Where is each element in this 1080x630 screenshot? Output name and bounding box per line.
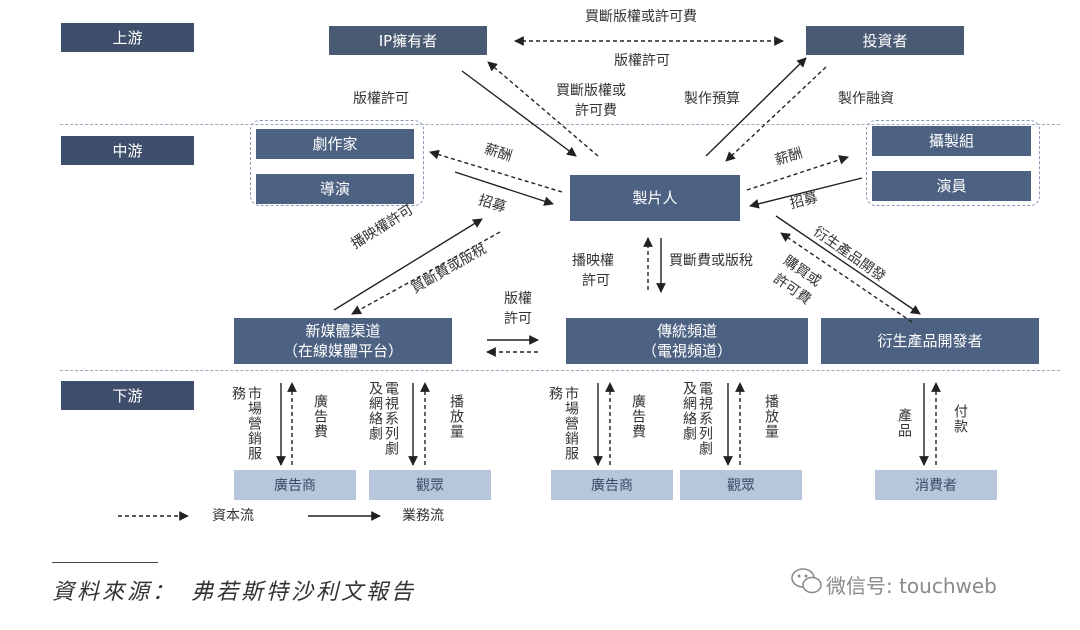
midstream-separator <box>60 124 1060 125</box>
traditional-subtitle: （電視頻道） <box>641 342 732 360</box>
traditional-title: 傳統頻道 <box>656 322 717 340</box>
node-ip-owner: IP擁有者 <box>329 26 487 55</box>
new-media-title: 新媒體渠道 <box>305 322 381 340</box>
arrow-producer-to-ip <box>487 61 599 157</box>
downstream-separator <box>60 370 1060 371</box>
label-copyright-license-left: 版權許可 <box>353 91 409 107</box>
label-buyout-fee-or-royalty: 買斷費或版稅 <box>669 253 753 269</box>
label-copyright: 版權 <box>504 291 532 307</box>
label-ad-service-2: 市場營銷服務 <box>547 386 579 461</box>
node-advertiser-1: 廣告商 <box>234 470 356 500</box>
arrow-ip-to-producer <box>461 70 577 157</box>
label-tv-series-2: 電視系列劇及網絡劇 <box>681 381 713 456</box>
watermark: 微信号: touchweb <box>826 574 997 598</box>
node-traditional: 傳統頻道 （電視頻道） <box>566 318 808 364</box>
label-copyright-license-top: 版權許可 <box>614 53 670 69</box>
source-divider <box>52 562 158 563</box>
label-broadcast-fee-2: 播放量 <box>763 394 779 439</box>
arrow-derivative-development <box>775 215 921 315</box>
arrow-broadcast-license <box>333 218 483 311</box>
arrow-buyout-fee <box>351 231 501 315</box>
new-media-subtitle: （在線媒體平台） <box>282 342 403 360</box>
creator-group <box>250 120 424 206</box>
label-license: 許可 <box>504 311 532 327</box>
node-new-media: 新媒體渠道 （在線媒體平台） <box>234 318 452 364</box>
arrow-recruit-right <box>749 177 863 209</box>
label-ad-service-1: 市場營銷服務 <box>230 386 262 461</box>
label-ad-fee-2: 廣告費 <box>630 394 646 439</box>
wechat-logo-icon <box>791 568 822 594</box>
node-actor: 演員 <box>872 171 1031 201</box>
label-broadcast-rights: 播映權 <box>572 253 614 269</box>
node-advertiser-2: 廣告商 <box>551 470 673 500</box>
label-broadcast-fee-1: 播放量 <box>448 394 464 439</box>
arrow-investor-to-producer <box>725 66 827 162</box>
crew-group <box>866 120 1040 206</box>
label-buyout-copyright-or: 買斷版權或 <box>556 83 626 99</box>
label-products: 產品 <box>896 408 912 438</box>
node-screenwriter: 劇作家 <box>256 129 414 159</box>
arrow-producer-to-investor <box>705 57 807 157</box>
label-payment: 付款 <box>952 404 968 434</box>
label-tv-series-1: 電視系列劇及網絡劇 <box>367 381 399 456</box>
node-consumer: 消費者 <box>875 470 997 500</box>
arrow-derivative-fee <box>780 232 913 323</box>
arrow-recruit-left <box>454 171 554 206</box>
node-producer: 製片人 <box>570 175 740 221</box>
label-ad-fee-1: 廣告費 <box>312 394 328 439</box>
label-license-2: 許可 <box>582 273 610 289</box>
label-production-financing: 製作融資 <box>838 91 894 107</box>
label-production-budget: 製作預算 <box>684 91 740 107</box>
legend-capital-flow: 資本流 <box>212 508 254 524</box>
node-derivative-developer: 衍生產品開發者 <box>821 318 1039 364</box>
legend-business-flow: 業務流 <box>402 508 444 524</box>
node-investor: 投資者 <box>806 26 964 55</box>
stage-midstream: 中游 <box>61 136 194 165</box>
label-license-fee: 許可費 <box>575 103 617 119</box>
node-audience-1: 觀眾 <box>369 470 491 500</box>
source-note: 資料來源： 弗若斯特沙利文報告 <box>52 580 417 605</box>
stage-upstream: 上游 <box>61 23 194 52</box>
node-audience-2: 觀眾 <box>680 470 802 500</box>
stage-downstream: 下游 <box>61 381 194 410</box>
node-director: 導演 <box>256 174 414 204</box>
arrow-salary-right <box>746 155 849 191</box>
label-buyout-or-license-fee: 買斷版權或許可費 <box>585 9 697 25</box>
arrow-salary-left <box>429 149 563 193</box>
node-crew: 攝製組 <box>872 126 1031 156</box>
